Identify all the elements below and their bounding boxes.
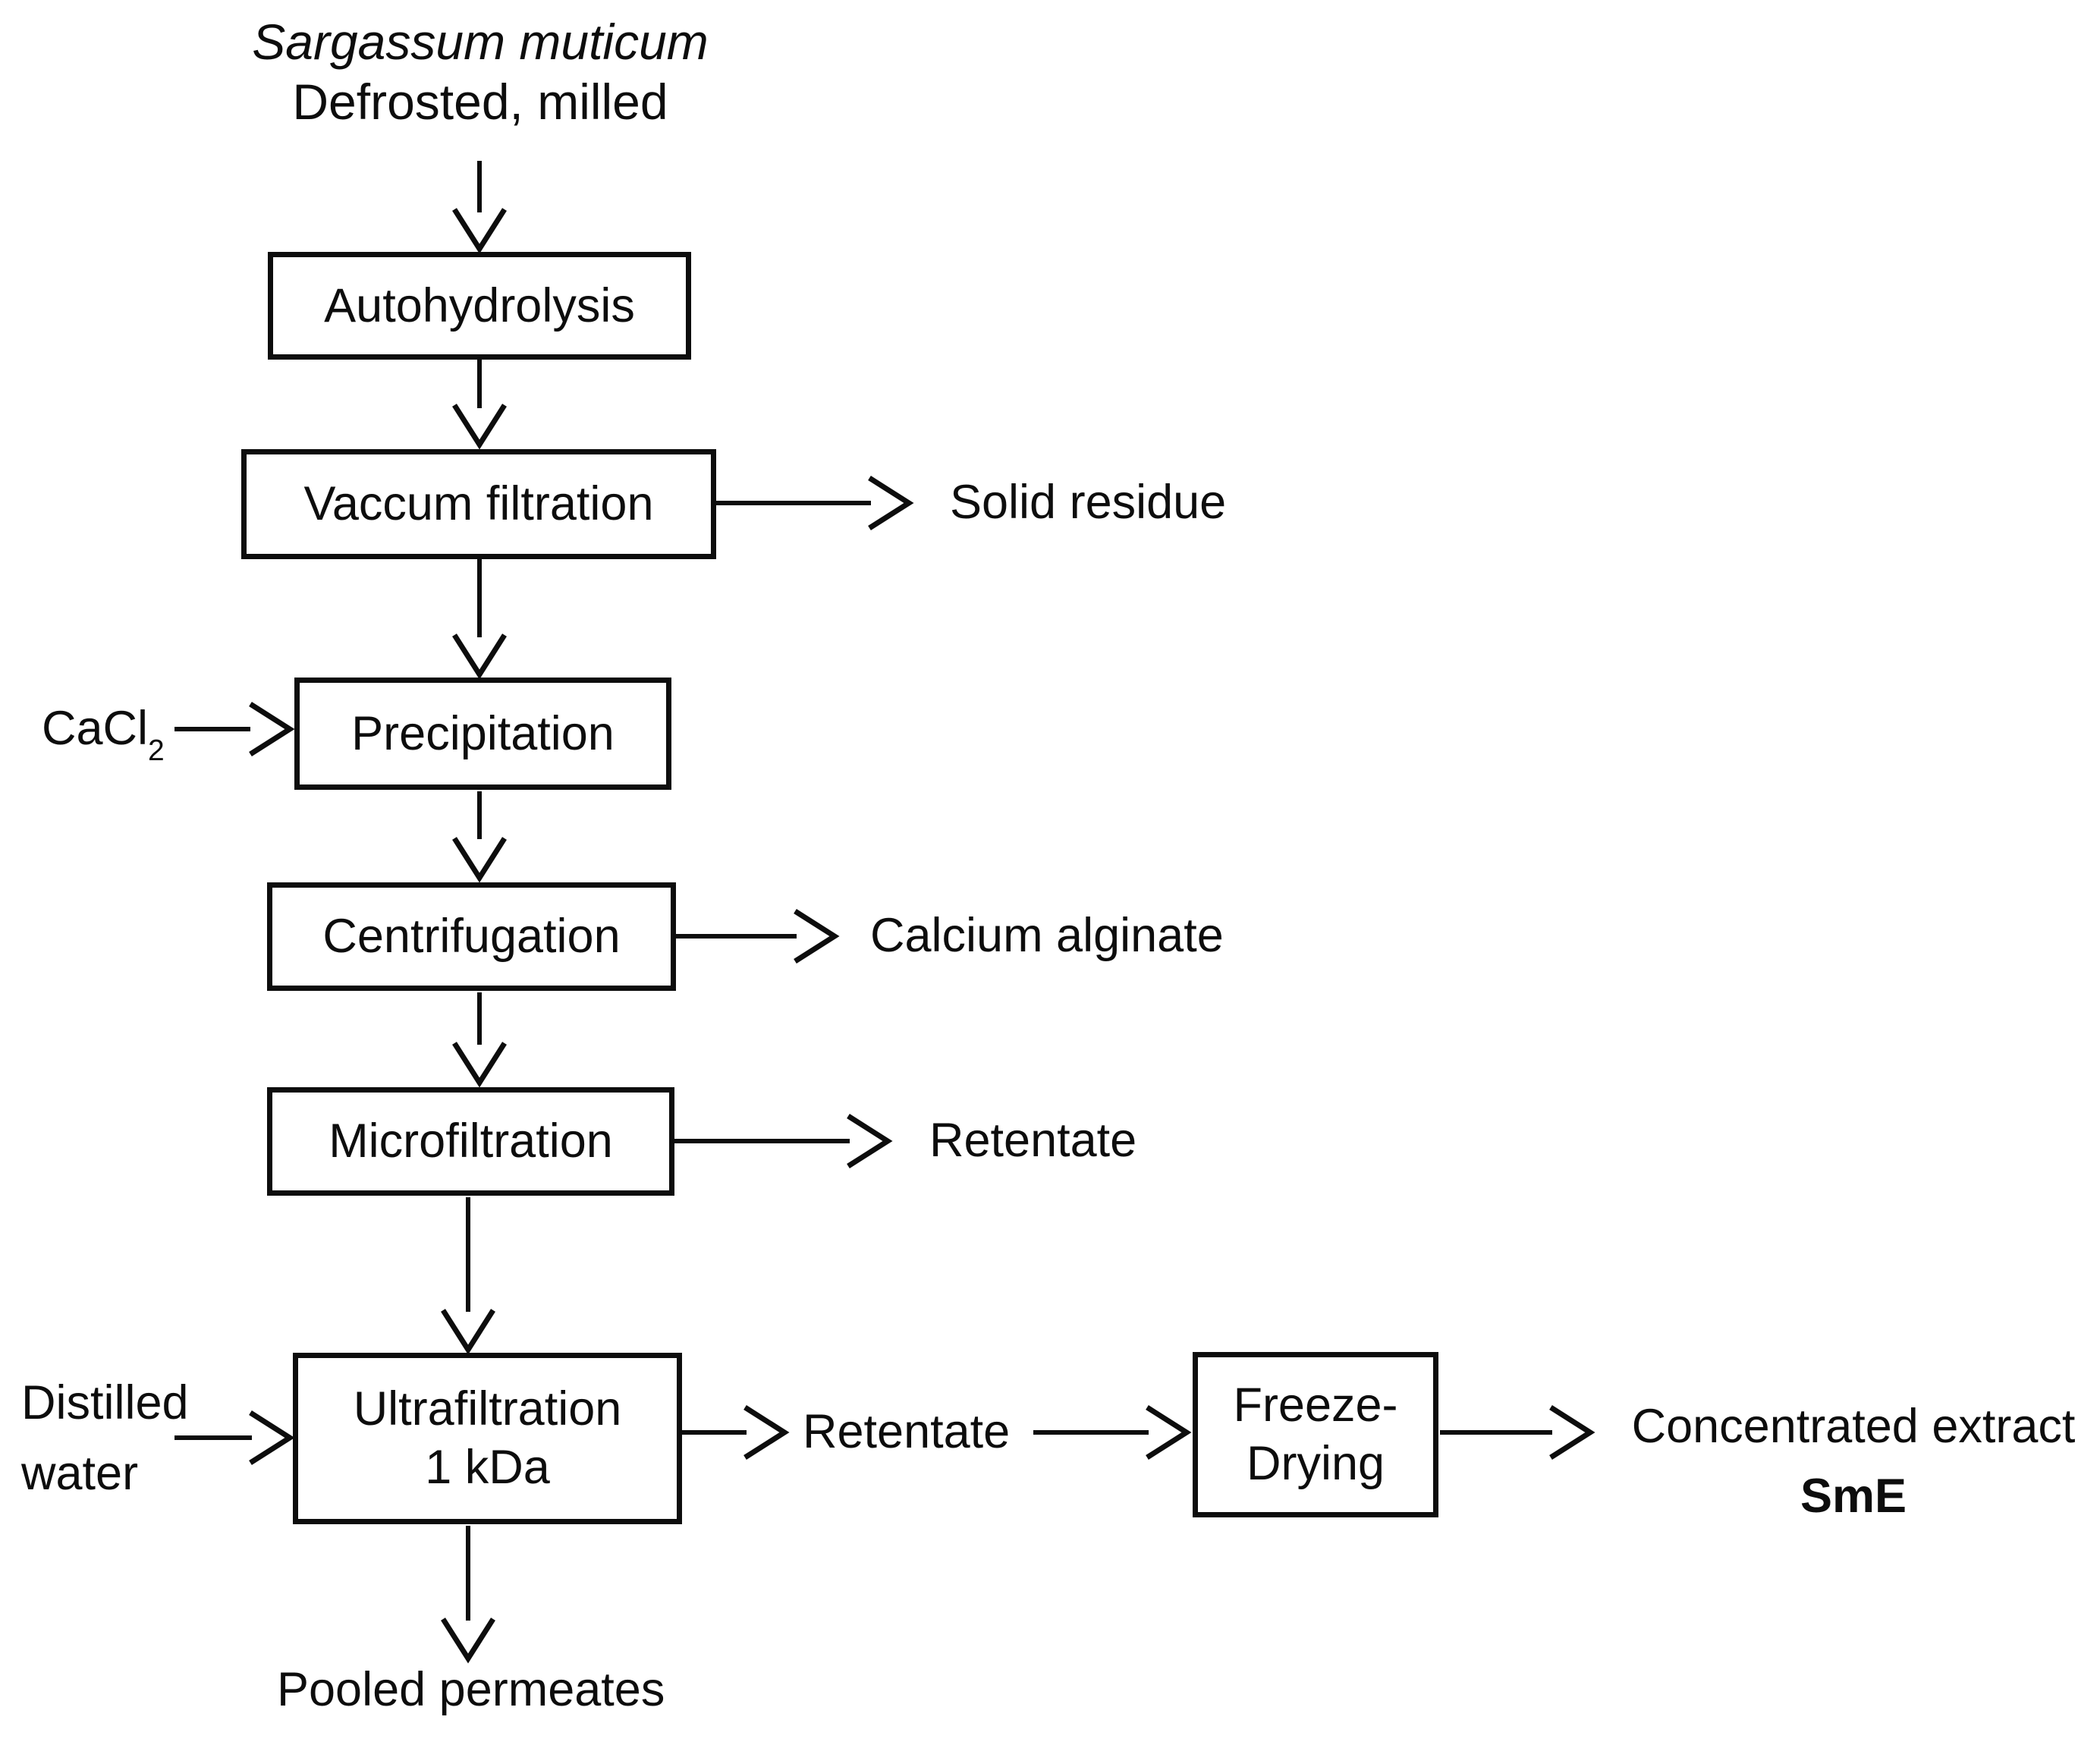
arrow-freeze-drying-to-concentrated-extract xyxy=(1440,1405,1595,1460)
ultrafiltration-label-line1: Ultrafiltration xyxy=(353,1382,622,1436)
concentrated-extract-line1: Concentrated extract xyxy=(1631,1400,2076,1453)
distilled-water-line1: Distilled xyxy=(21,1376,189,1429)
cacl2-base: CaCl xyxy=(42,702,149,756)
microfiltration-label: Microfiltration xyxy=(329,1115,613,1168)
source-preparation: Defrosted, milled xyxy=(292,74,668,130)
solid-residue-label: Solid residue xyxy=(950,476,1227,530)
centrifugation-label: Centrifugation xyxy=(322,910,621,964)
distilled-water-input-label: Distilled water xyxy=(21,1368,189,1509)
arrow-centrifugation-to-calcium-alginate xyxy=(676,909,840,964)
concentrated-extract-abbreviation: SmE xyxy=(1800,1470,1907,1523)
microfiltration-box: Microfiltration xyxy=(267,1087,674,1196)
cacl2-subscript: 2 xyxy=(148,734,165,767)
cacl2-input-label: CaCl2 xyxy=(42,700,165,766)
ultrafiltration-box: Ultrafiltration 1 kDa xyxy=(293,1353,682,1524)
arrow-autohydrolysis-to-vacuum-filtration xyxy=(452,360,507,450)
arrow-microfiltration-to-retentate xyxy=(674,1114,893,1168)
retentate-microfiltration-label: Retentate xyxy=(929,1114,1137,1168)
source-material-label: Sargassum muticum Defrosted, milled xyxy=(252,12,709,132)
arrow-centrifugation-to-microfiltration xyxy=(452,992,507,1088)
arrow-cacl2-to-precipitation xyxy=(174,702,295,756)
freeze-drying-label-line2: Drying xyxy=(1246,1437,1385,1490)
retentate-ultrafiltration-label: Retentate xyxy=(803,1405,1011,1459)
arrow-vacuum-filtration-to-solid-residue xyxy=(716,476,914,530)
arrow-precipitation-to-centrifugation xyxy=(452,791,507,883)
arrow-retentate-to-freeze-drying xyxy=(1033,1405,1192,1460)
freeze-drying-box: Freeze- Drying xyxy=(1193,1352,1438,1517)
centrifugation-box: Centrifugation xyxy=(267,882,676,991)
arrow-distilled-water-to-ultrafiltration xyxy=(174,1410,295,1465)
species-name: Sargassum muticum xyxy=(252,14,709,70)
arrow-ultrafiltration-to-pooled-permeates xyxy=(441,1526,495,1664)
concentrated-extract-label: Concentrated extract SmE xyxy=(1614,1391,2092,1531)
calcium-alginate-label: Calcium alginate xyxy=(870,909,1224,963)
vacuum-filtration-box: Vaccum filtration xyxy=(241,449,716,559)
autohydrolysis-box: Autohydrolysis xyxy=(268,252,691,360)
arrow-microfiltration-to-ultrafiltration xyxy=(441,1197,495,1355)
arrow-ultrafiltration-to-retentate xyxy=(682,1405,790,1460)
freeze-drying-label-line1: Freeze- xyxy=(1233,1379,1398,1432)
distilled-water-line2: water xyxy=(21,1447,139,1500)
precipitation-label: Precipitation xyxy=(351,706,615,760)
ultrafiltration-label-line2: 1 kDa xyxy=(425,1441,550,1494)
precipitation-box: Precipitation xyxy=(294,678,671,790)
arrow-vacuum-filtration-to-precipitation xyxy=(452,559,507,680)
pooled-permeates-label: Pooled permeates xyxy=(277,1663,665,1717)
vacuum-filtration-label: Vaccum filtration xyxy=(303,477,654,531)
autohydrolysis-label: Autohydrolysis xyxy=(324,278,635,332)
arrow-source-to-autohydrolysis xyxy=(452,161,507,254)
